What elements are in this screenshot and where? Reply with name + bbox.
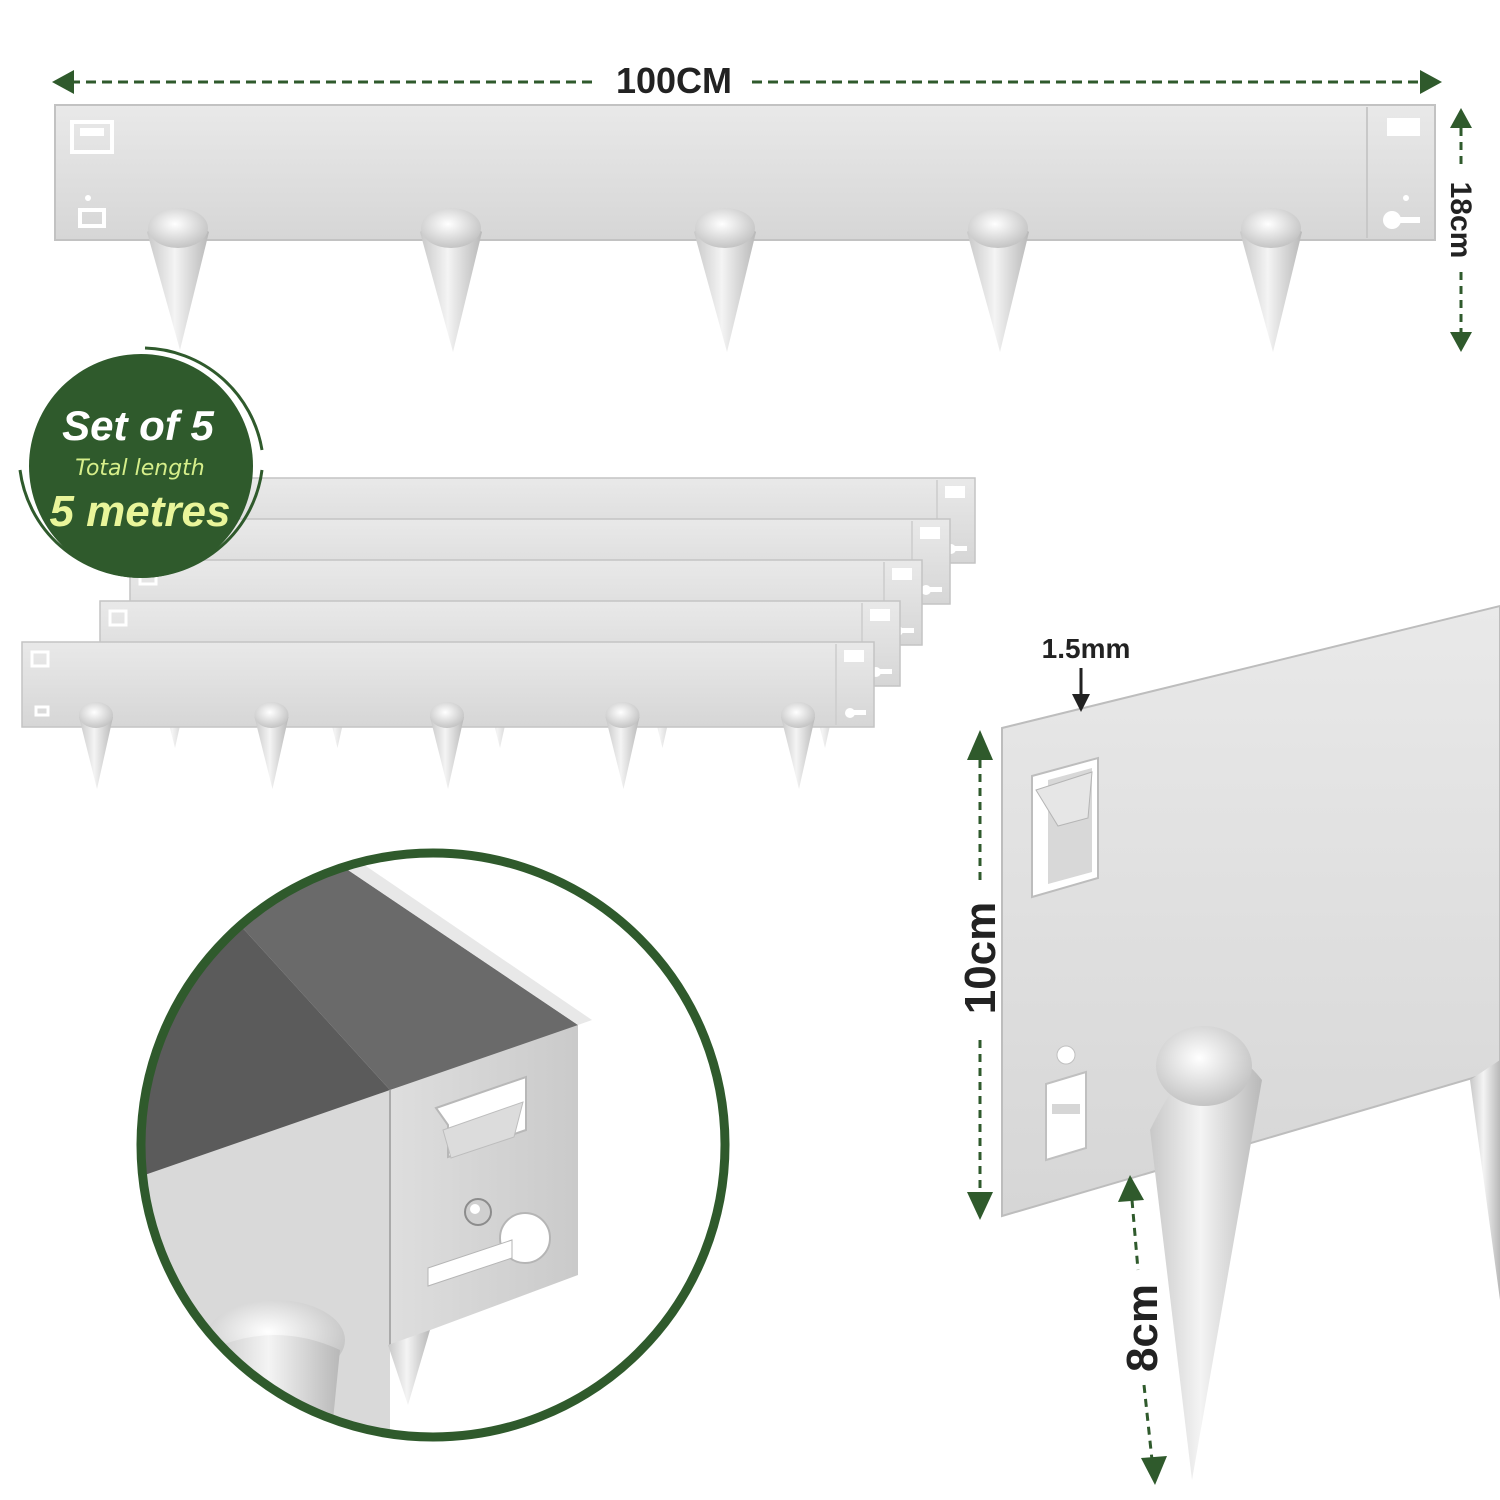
spike-length-dimension: 8cm bbox=[1118, 1175, 1167, 1485]
slot-hole bbox=[78, 208, 106, 228]
panel-height-label: 10cm bbox=[956, 902, 1005, 1015]
slot-hole bbox=[70, 120, 114, 154]
arrow-down-icon bbox=[1072, 694, 1090, 712]
badge-subtitle: Total length bbox=[75, 456, 205, 481]
set-badge: Set of 5 Total length 5 metres bbox=[18, 346, 264, 578]
spike bbox=[781, 702, 815, 789]
spike bbox=[605, 702, 640, 789]
arrow-down-icon bbox=[1141, 1456, 1167, 1485]
spike bbox=[79, 702, 113, 789]
detail-panel bbox=[1001, 604, 1500, 1480]
spike bbox=[1240, 208, 1302, 352]
stacked-edging-set bbox=[21, 477, 976, 789]
arrow-up-icon bbox=[967, 730, 993, 760]
thickness-dimension: 1.5mm bbox=[1042, 633, 1131, 712]
length-label: 100CM bbox=[616, 60, 732, 101]
spike bbox=[694, 208, 756, 352]
arrow-right-icon bbox=[1420, 70, 1442, 94]
height-dimension: 18cm bbox=[1444, 108, 1477, 352]
top-edging-strip bbox=[54, 104, 1436, 352]
spike bbox=[147, 208, 209, 350]
corner-closeup bbox=[136, 848, 730, 1442]
arrow-down-icon bbox=[1450, 332, 1472, 352]
spike bbox=[420, 208, 482, 352]
arrow-left-icon bbox=[52, 70, 74, 94]
spike bbox=[254, 702, 289, 789]
spike-length-label: 8cm bbox=[1118, 1284, 1167, 1372]
edging-strip bbox=[21, 641, 875, 789]
length-dimension: 100CM bbox=[52, 60, 1442, 101]
panel-height-dimension: 10cm bbox=[956, 730, 1005, 1220]
badge-title: Set of 5 bbox=[62, 402, 214, 449]
arrow-up-icon bbox=[1450, 108, 1472, 128]
badge-value: 5 metres bbox=[49, 487, 230, 536]
height-label: 18cm bbox=[1444, 182, 1477, 259]
thickness-label: 1.5mm bbox=[1042, 633, 1131, 664]
arrow-up-icon bbox=[1118, 1175, 1144, 1202]
slot-hole bbox=[1387, 118, 1420, 136]
arrow-down-icon bbox=[967, 1192, 993, 1220]
spike bbox=[967, 208, 1029, 352]
spike bbox=[430, 702, 464, 789]
